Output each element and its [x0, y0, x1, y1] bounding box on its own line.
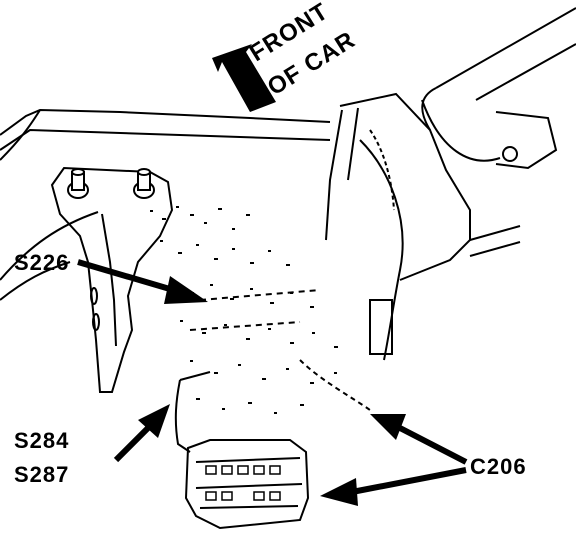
harness-left-run — [189, 289, 321, 331]
bracket-inner-edge — [101, 213, 117, 347]
splice-pack — [174, 371, 310, 530]
column-side-tube — [469, 225, 521, 257]
dash-lower-edge — [0, 128, 331, 151]
obscured-center-area — [150, 206, 338, 414]
connector-c206-body — [184, 439, 310, 530]
column-support — [325, 107, 359, 241]
harness-lower-run — [299, 359, 371, 411]
bolt-right — [133, 168, 155, 199]
callout-s226-label: S226 — [14, 250, 69, 275]
harness-connector-body — [369, 299, 393, 355]
front-of-car-indicator: FRONT OF CAR — [212, 0, 360, 112]
dash-left-panel — [0, 211, 99, 301]
column-shaft-upper — [435, 7, 576, 101]
callout-s284-leader — [113, 423, 153, 463]
callout-s284-arrowhead — [138, 404, 170, 438]
column-bracket — [495, 111, 558, 170]
dash-structure — [0, 108, 331, 301]
callout-s284-label: S284 — [14, 428, 69, 453]
mounting-bracket — [50, 166, 174, 393]
wiring-harness — [189, 129, 404, 411]
dash-lip — [0, 109, 41, 161]
harness-trunk-main — [359, 139, 404, 361]
callout-s226-leader — [77, 259, 181, 295]
callout-c206-arrowhead-upper — [370, 414, 406, 440]
bracket-bolts — [67, 168, 155, 199]
callout-c206-leader-lower — [351, 467, 467, 495]
bracket-slot-2 — [92, 313, 100, 331]
callout-s226-arrowhead — [164, 276, 208, 304]
column-housing — [339, 92, 471, 281]
connector-c206-pins — [205, 465, 281, 501]
callout-c206-label: C206 — [470, 454, 527, 479]
callout-s226: S226 — [14, 250, 208, 304]
bolt-left — [67, 168, 89, 199]
column-collar — [421, 87, 501, 162]
splice-pack-body — [174, 371, 211, 453]
callout-c206-leader-upper — [398, 425, 468, 465]
callout-s287-label: S287 — [14, 462, 69, 487]
callout-c206: C206 — [320, 414, 527, 506]
connector-c206-front — [195, 457, 303, 509]
column-bolt — [502, 146, 518, 162]
callout-c206-arrowhead-lower — [320, 478, 358, 506]
dash-top-edge — [0, 108, 331, 136]
harness-trunk-secondary — [369, 129, 395, 211]
bracket-outline — [50, 166, 174, 393]
front-direction-arrow — [212, 44, 276, 112]
callout-s284-s287: S284 S287 — [14, 404, 170, 487]
bracket-slot-1 — [90, 287, 98, 305]
steering-column — [325, 7, 576, 281]
